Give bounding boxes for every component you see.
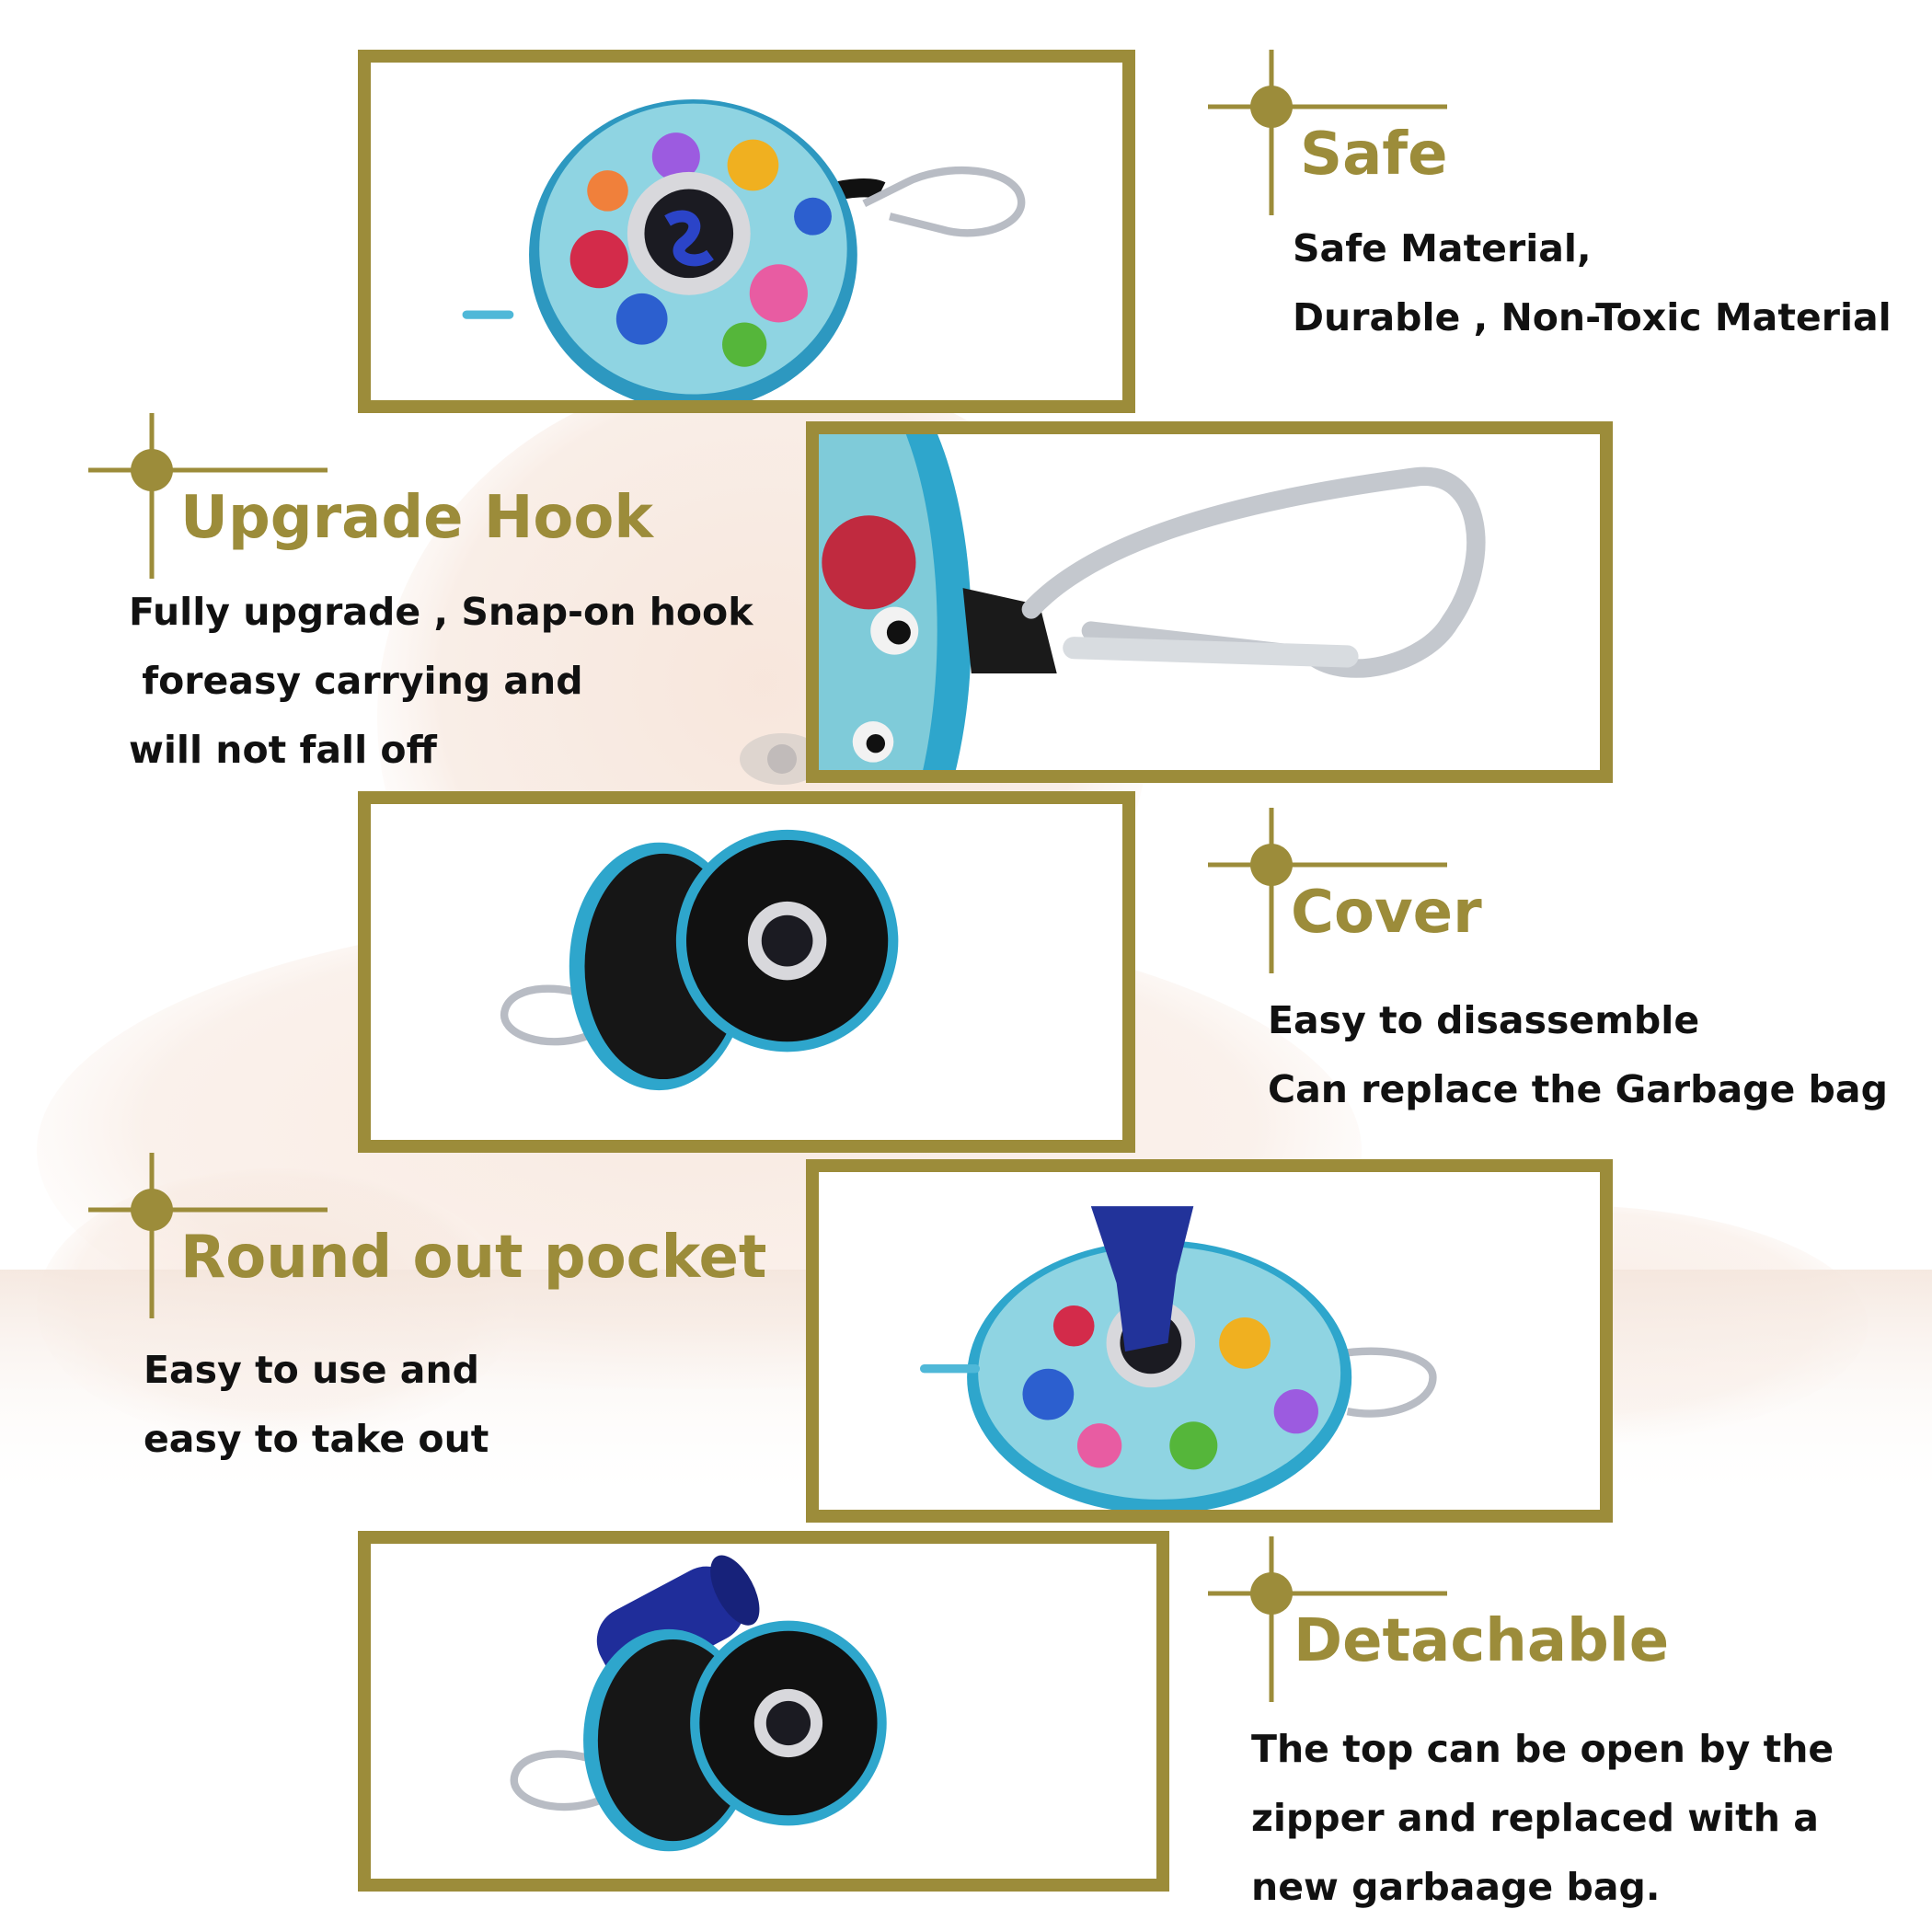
description-line: new garbaage bag. (1251, 1865, 1661, 1909)
product-photo-frame-1 (358, 50, 1135, 413)
description-line: Safe Material, (1293, 226, 1592, 270)
description-line: will not fall off (129, 728, 437, 772)
feature-description-3: Easy to disassemble Can replace the Garb… (1268, 986, 1888, 1124)
feature-title: Safe (1300, 121, 1448, 189)
crosshair-ornament-icon (1208, 50, 1447, 215)
product-photo-frame-2 (806, 421, 1613, 783)
crosshair-ornament-icon (88, 1153, 328, 1318)
feature-description-2: Fully upgrade , Snap-on hook foreasy car… (129, 578, 753, 785)
feature-description-5: The top can be open by the zipper and re… (1251, 1715, 1834, 1922)
description-line: Can replace the Garbage bag (1268, 1067, 1888, 1111)
product-photo-frame-5 (358, 1531, 1169, 1892)
crosshair-ornament-icon (88, 413, 328, 579)
description-line: foreasy carrying and (129, 659, 583, 703)
pouch-front-with-hook-image (462, 99, 1026, 400)
pouch-and-bag-roll-image (510, 1555, 887, 1852)
crosshair-ornament-icon (1208, 808, 1447, 973)
description-line: Easy to disassemble (1268, 998, 1700, 1042)
feature-title: Round out pocket (180, 1224, 767, 1292)
feature-title: Cover (1291, 879, 1482, 947)
feature-description-4: Easy to use and easy to take out (144, 1336, 489, 1474)
pouch-with-bag-pulled-out-image (919, 1206, 1437, 1510)
description-line: Easy to use and (144, 1348, 479, 1392)
description-line: The top can be open by the (1251, 1727, 1834, 1771)
feature-title: Detachable (1294, 1607, 1670, 1675)
description-line: Fully upgrade , Snap-on hook (129, 590, 753, 634)
description-line: easy to take out (144, 1417, 489, 1461)
feature-description-1: Safe Material, Durable , Non-Toxic Mater… (1293, 214, 1892, 352)
pouch-open-cover-image (500, 829, 899, 1091)
feature-title: Upgrade Hook (180, 484, 653, 552)
product-photo-frame-4 (806, 1159, 1613, 1523)
snap-hook-closeup-image (819, 434, 1486, 770)
description-line: zipper and replaced with a (1251, 1796, 1819, 1840)
crosshair-ornament-icon (1208, 1536, 1447, 1702)
description-line: Durable , Non-Toxic Material (1293, 295, 1892, 339)
product-photo-frame-3 (358, 791, 1135, 1153)
